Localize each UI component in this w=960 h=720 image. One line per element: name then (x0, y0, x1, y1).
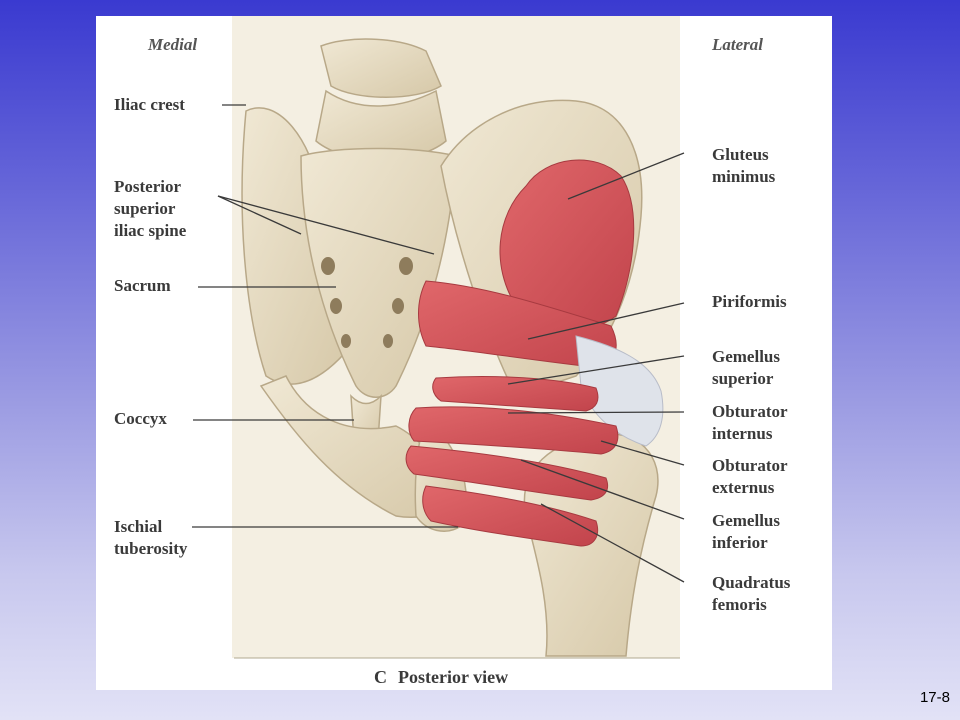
lateral-header: Lateral (712, 35, 763, 54)
anatomy-illustration (192, 16, 685, 659)
label-gluteus-minimus: Gluteus minimus (712, 145, 776, 186)
sacrum-bone (300, 147, 457, 398)
sacral-foramina (321, 257, 413, 348)
obturator-internus-muscle (408, 406, 619, 455)
tendon-insertion (575, 335, 664, 447)
figure-panel: Medial Lateral Iliac crest Posterior sup… (96, 16, 832, 690)
label-coccyx: Coccyx (114, 409, 167, 428)
slide-number: 17-8 (919, 689, 950, 706)
label-iliac-crest: Iliac crest (114, 95, 185, 114)
figure-caption: Posterior view (398, 667, 509, 687)
label-sacrum: Sacrum (114, 276, 171, 295)
lumbar-vertebra (320, 38, 442, 98)
label-ischial-tuberosity: Ischial tuberosity (114, 517, 188, 558)
label-gemellus-inferior: Gemellus inferior (712, 511, 780, 552)
leader-lines-right (507, 152, 685, 583)
gemellus-inferior-muscle (405, 445, 609, 501)
label-obturator-externus: Obturator externus (712, 456, 788, 497)
label-posterior-superior-iliac-spine: Posterior superior iliac spine (114, 177, 187, 240)
gluteus-minimus-muscle (499, 159, 635, 329)
medial-header: Medial (148, 35, 198, 54)
leader-lines-left (192, 104, 458, 528)
label-piriformis: Piriformis (712, 292, 787, 311)
quadratus-femoris-muscle (422, 485, 599, 547)
gemellus-superior-muscle (432, 375, 599, 412)
label-gemellus-superior: Gemellus superior (712, 347, 780, 388)
caption-letter: C (374, 667, 387, 687)
label-obturator-internus: Obturator internus (712, 402, 788, 443)
label-quadratus-femoris: Quadratus femoris (712, 573, 791, 614)
